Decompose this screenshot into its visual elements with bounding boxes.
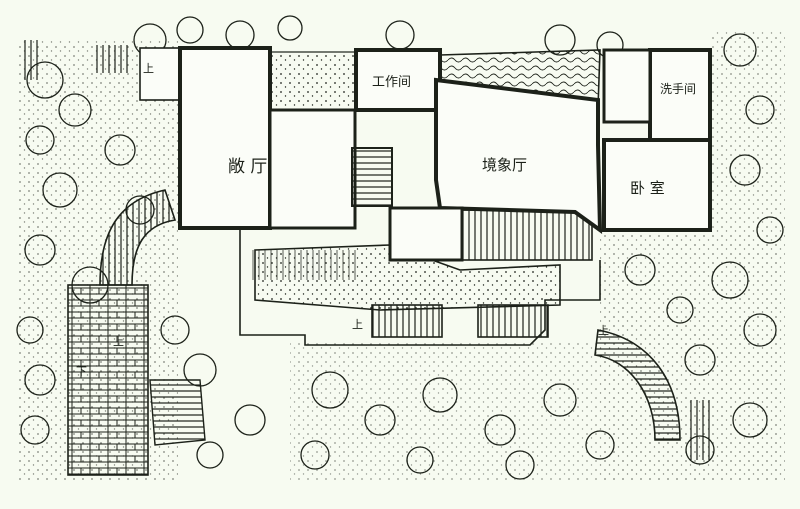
- room-hall-east: [268, 108, 357, 230]
- room-view-hall: [434, 77, 603, 234]
- paths: [67, 47, 681, 476]
- label-view-hall: 境象厅: [482, 156, 527, 174]
- inner-stair: [351, 147, 393, 207]
- mark-up-top-left: 上: [143, 62, 154, 75]
- lower-left-pool: [149, 379, 206, 446]
- lower-steps-center: [371, 304, 443, 338]
- mark-up-center: 上: [352, 318, 363, 331]
- label-hall: 敞 厅: [228, 157, 267, 177]
- stair-marks: 上 上 下 上 上: [76, 62, 609, 378]
- left-top-landing: [139, 47, 181, 101]
- room-labels: 敞 厅 工作间 境象厅 洗手间 卧 室: [228, 75, 696, 197]
- stair-core: [602, 48, 652, 124]
- mark-up-left-path: 上: [113, 335, 124, 348]
- building: [178, 46, 712, 262]
- curved-stair-right: [594, 329, 681, 441]
- ground-dots-top-right: [710, 30, 785, 230]
- mark-up-right-curve: 上: [598, 324, 609, 337]
- room-hall: [178, 46, 272, 230]
- paved-walk-left: [67, 284, 149, 476]
- entry-vestibule: [388, 206, 464, 262]
- room-bedroom: [602, 138, 712, 232]
- front-steps: [461, 209, 593, 261]
- label-washroom: 洗手间: [660, 82, 696, 96]
- terrace-outline: [180, 227, 601, 346]
- lower-steps-right: [477, 304, 549, 338]
- stone-garden-top: [267, 51, 359, 111]
- shrub-clusters: [16, 15, 784, 480]
- label-workroom: 工作间: [372, 75, 411, 90]
- mark-down-left-path: 下: [76, 365, 87, 378]
- label-bedroom: 卧 室: [630, 179, 665, 197]
- ground-dots-bottom: [290, 340, 600, 480]
